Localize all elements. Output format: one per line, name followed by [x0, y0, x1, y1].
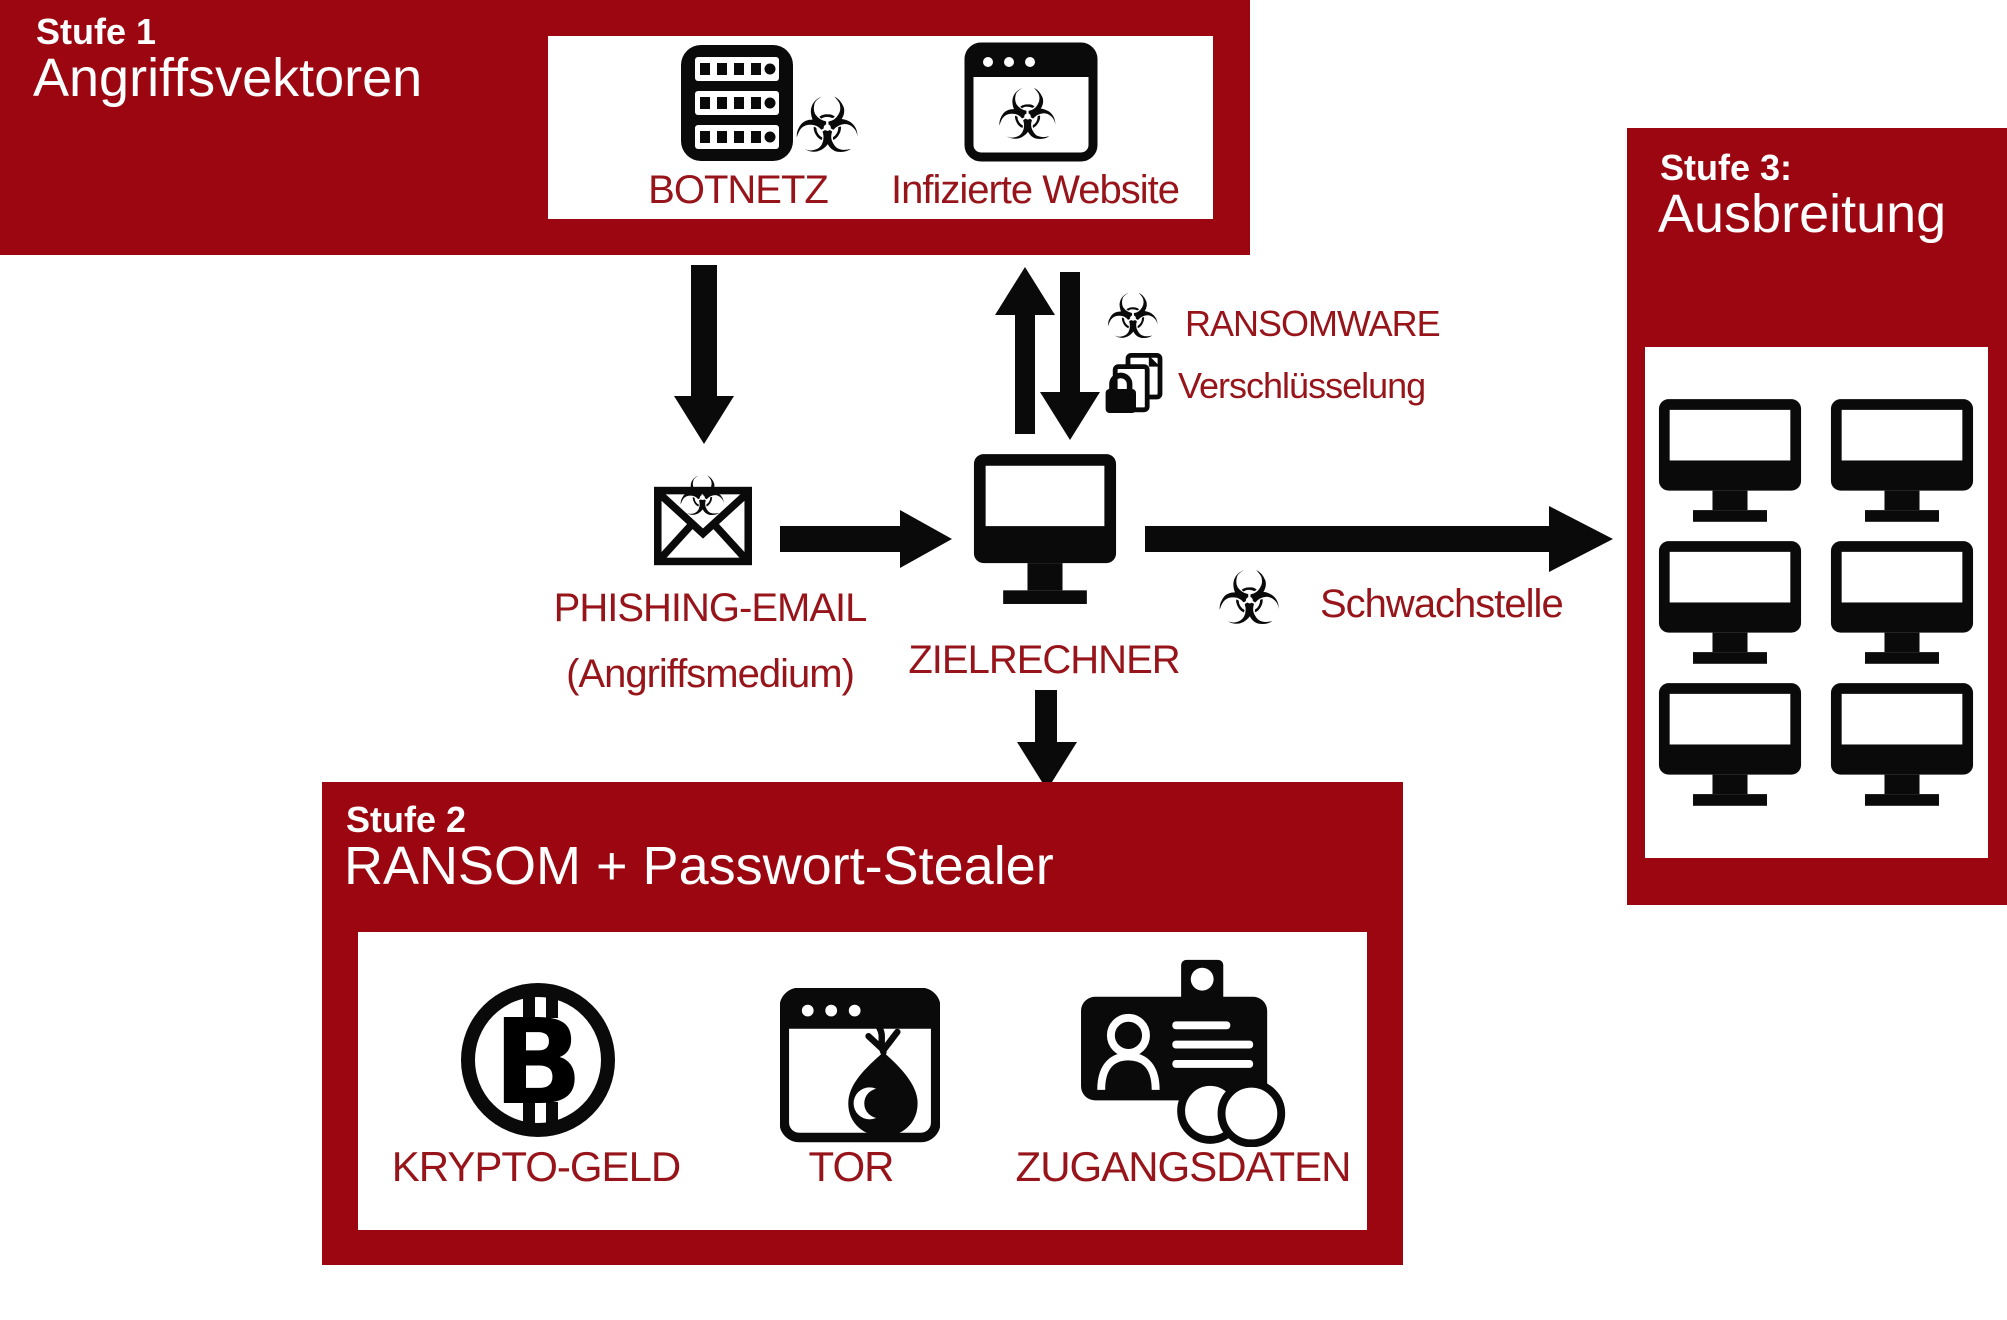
stage3-panel: Stufe 3: Ausbreitung	[1627, 128, 2007, 905]
phishing-sublabel: (Angriffsmedium)	[566, 652, 855, 696]
stage2-title: RANSOM + Passwort-Stealer	[344, 836, 1054, 896]
biohazard-icon: ☣	[1105, 280, 1161, 353]
phishing-label: PHISHING-EMAIL	[553, 586, 868, 630]
desktop-monitor-icon	[1658, 399, 1802, 522]
biohazard-icon: ☣	[1216, 556, 1283, 642]
crypto-label: KRYPTO-GELD	[391, 1143, 682, 1190]
desktop-monitor-icon	[1658, 541, 1802, 664]
onion-glyph	[848, 1024, 918, 1137]
desktop-monitor-icon	[1830, 683, 1974, 806]
desktop-monitor-icon	[1830, 541, 1974, 664]
desktop-monitor-icon	[1658, 683, 1802, 806]
stage1-panel: Stufe 1 Angriffsvektoren ☣ BOTNETZ	[0, 0, 1250, 255]
stage2-panel: Stufe 2 RANSOM + Passwort-Stealer B KRYP…	[322, 782, 1403, 1265]
server-rack-icon	[681, 45, 793, 161]
tor-label: TOR	[808, 1143, 895, 1190]
bitcoin-letter: B	[493, 993, 583, 1131]
computer-grid	[1657, 397, 1975, 806]
stage2-kicker: Stufe 2	[346, 799, 467, 840]
vulnerability-label: Schwachstelle	[1320, 582, 1564, 626]
documents-padlock-icon	[1105, 353, 1163, 413]
stage3-white-card	[1645, 347, 1988, 858]
browser-window-icon	[964, 42, 1098, 162]
biohazard-icon: ☣	[996, 74, 1059, 156]
stage3-kicker: Stufe 3:	[1660, 147, 1793, 188]
ransomware-label: RANSOMWARE	[1185, 303, 1441, 344]
tor-browser-icon	[780, 988, 940, 1143]
encryption-label: Verschlüsselung	[1178, 365, 1426, 406]
desktop-monitor-icon	[1830, 399, 1974, 522]
bitcoin-icon: B	[461, 983, 615, 1137]
target-computer-icon	[973, 454, 1117, 604]
stage1-kicker: Stufe 1	[36, 11, 157, 52]
stage1-title: Angriffsvektoren	[33, 48, 423, 108]
infected-website-label: Infizierte Website	[890, 168, 1180, 212]
credentials-label: ZUGANGSDATEN	[1015, 1143, 1352, 1190]
coin-icon	[1217, 1079, 1286, 1147]
stage1-white-card: ☣ BOTNETZ ☣ Infizierte Website	[548, 36, 1213, 219]
envelope-icon	[654, 486, 752, 566]
stage3-title: Ausbreitung	[1658, 184, 1947, 244]
stage2-white-card: B KRYPTO-GELD TOR	[358, 932, 1367, 1230]
id-badge-icon	[1081, 959, 1286, 1147]
target-label: ZIELRECHNER	[908, 638, 1180, 682]
botnet-label: BOTNETZ	[648, 168, 829, 212]
biohazard-icon: ☣	[678, 465, 727, 528]
biohazard-icon: ☣	[793, 81, 862, 170]
